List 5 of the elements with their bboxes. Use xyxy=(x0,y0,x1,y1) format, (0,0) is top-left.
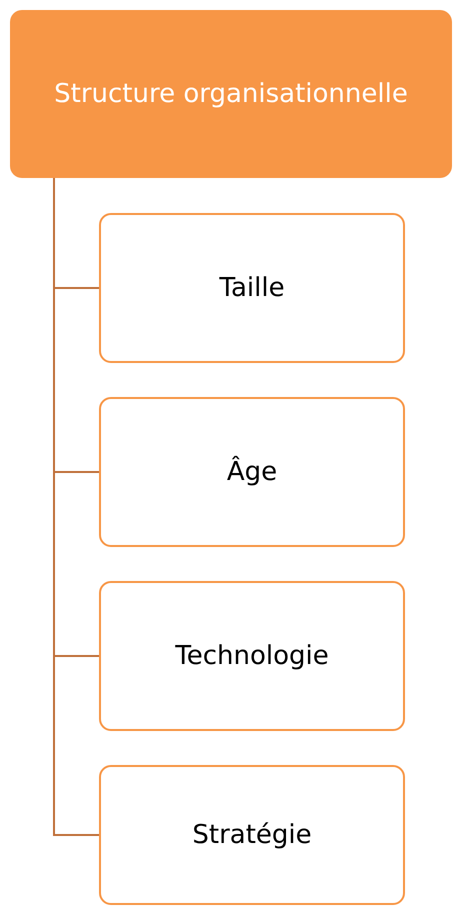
category-box: Stratégie xyxy=(99,765,405,905)
category-box: Taille xyxy=(99,213,405,363)
category-box: Âge xyxy=(99,397,405,547)
category-box: Technologie xyxy=(99,581,405,731)
header-box: Structure organisationnelle xyxy=(10,10,452,178)
